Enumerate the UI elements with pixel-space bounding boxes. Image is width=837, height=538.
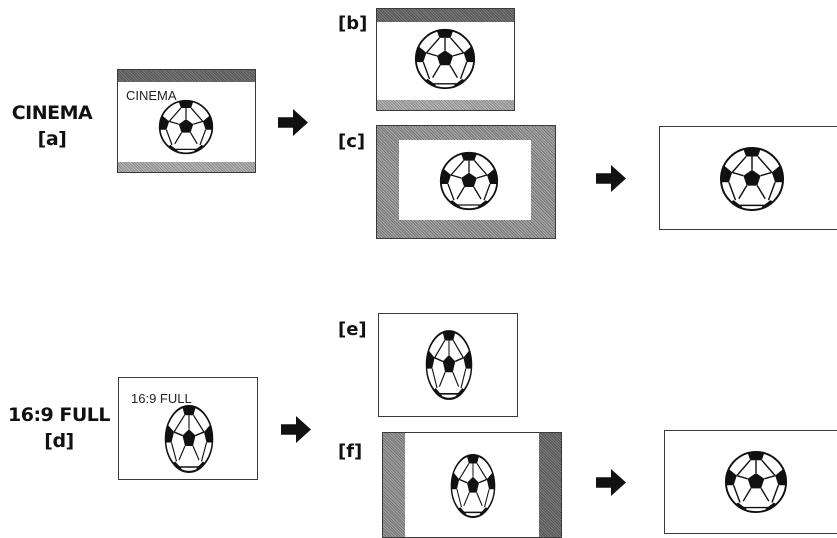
screen-b [376,8,515,111]
screen-c-result [659,126,837,230]
tag-f: [f] [338,443,362,461]
screen-e [378,313,518,417]
soccer-ball-icon [724,450,788,514]
tag-b: [b] [338,15,367,33]
tag-c: [c] [338,133,365,151]
tag-e: [e] [338,321,367,339]
screen-c [376,125,556,239]
pillarbox-left [383,433,405,537]
soccer-ball-icon [450,453,496,519]
full-mode-tag: [d] [0,432,118,451]
cinema-mode-tag: [a] [0,130,104,149]
screen-d: 16:9 FULL [118,377,258,480]
letterbox-top [377,9,514,22]
full-mode-label: 16:9 FULL [0,406,118,425]
right-arrow-icon [281,416,311,443]
soccer-ball-icon [158,99,214,155]
letterbox-top [118,70,255,82]
soccer-ball-icon [414,28,476,90]
soccer-ball-icon [719,146,785,212]
pillarbox-right [539,433,561,537]
letterbox-bottom [377,100,514,110]
soccer-ball-icon [164,404,214,474]
screen-f-result [664,430,837,534]
letterbox-bottom [118,162,255,172]
right-arrow-icon [278,109,308,136]
right-arrow-icon [596,165,626,192]
screen-a: CINEMA [117,69,256,173]
right-arrow-icon [596,469,626,496]
cinema-mode-label: CINEMA [0,104,104,123]
screen-f [382,432,562,538]
soccer-ball-icon [439,151,499,211]
soccer-ball-icon [425,329,473,401]
